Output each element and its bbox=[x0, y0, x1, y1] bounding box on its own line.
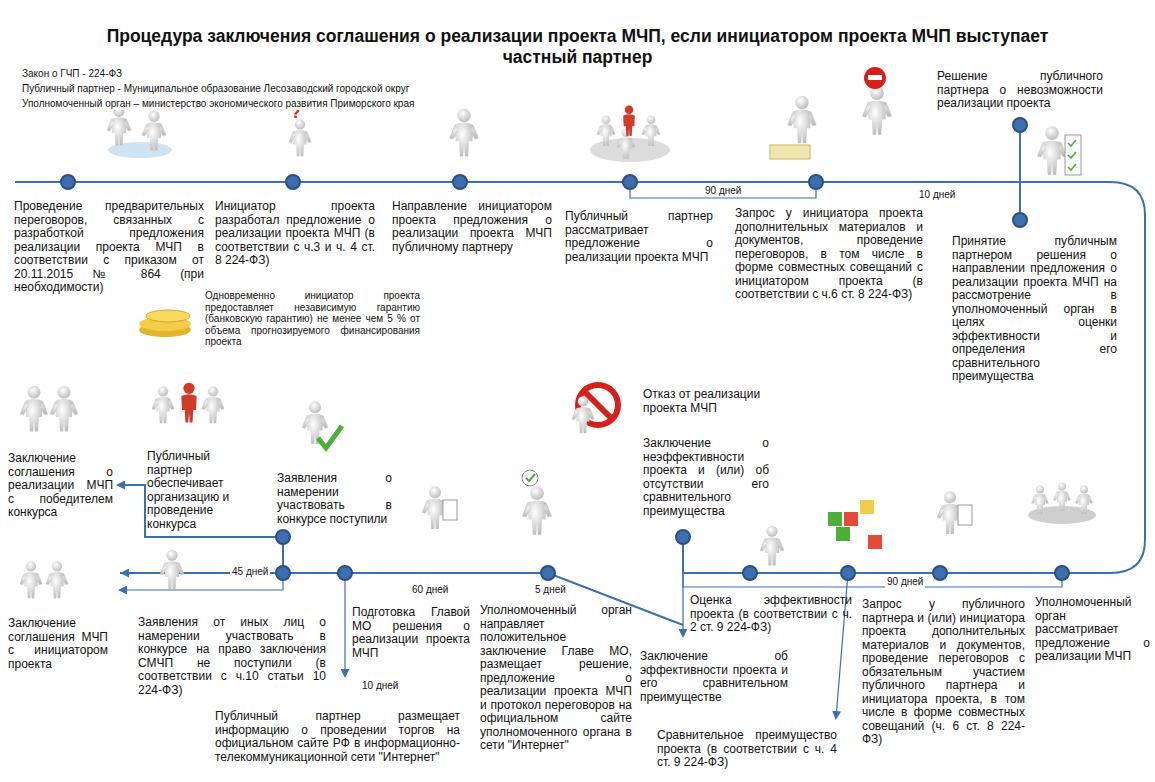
note-text: 5 дней bbox=[533, 584, 568, 596]
title: Процедура заключения соглашения о реализ… bbox=[90, 26, 1065, 68]
step-text: Запрос у публичного партнера и (или) ини… bbox=[862, 598, 1025, 747]
note-text: 90 дней bbox=[885, 576, 925, 588]
note-text: 45 дней bbox=[230, 566, 270, 578]
note-text: 90 дней bbox=[703, 185, 743, 197]
step-text: Решение публичного партнера о невозможно… bbox=[937, 70, 1103, 111]
step-text: Публичный партнер обеспечивает организац… bbox=[147, 450, 245, 531]
step-text: Заключение соглашения о реализации МЧП с… bbox=[8, 452, 113, 520]
step-text: Одновременно инициатор проекта предостав… bbox=[205, 290, 420, 348]
note-text: 60 дней bbox=[410, 584, 450, 596]
step-text: Публичный партнер размещает информацию о… bbox=[215, 710, 460, 764]
note-text: 10 дней bbox=[917, 189, 957, 201]
step-text: Заключение соглашения МЧП с инициатором … bbox=[8, 617, 108, 671]
step-text: Инициатор проекта разработал предложение… bbox=[215, 200, 375, 268]
step-text: Заключение о неэффективности проекта и (… bbox=[643, 437, 769, 518]
timeline-dots bbox=[61, 118, 1069, 580]
step-text: Проведение предварительных переговоров, … bbox=[14, 200, 204, 295]
figure-icons: ? bbox=[20, 67, 1096, 598]
step-text: Заявления о намерении участвовать в конк… bbox=[277, 472, 392, 526]
step-text: Отказ от реализации проекта МЧП bbox=[643, 388, 773, 415]
note-text: Уполномоченный орган – министерство экон… bbox=[20, 98, 416, 110]
step-text: Направление инициатором проекта предложе… bbox=[392, 200, 552, 254]
step-text: Принятие публичным партнером решения о н… bbox=[952, 235, 1117, 384]
step-text: Уполномоченный орган направляет положите… bbox=[480, 604, 632, 753]
note-text: Закон о ГЧП - 224-ФЗ bbox=[20, 68, 124, 80]
step-text: Запрос у инициатора проекта дополнительн… bbox=[735, 207, 923, 302]
step-text: Сравнительное преимущество проекта (в со… bbox=[657, 729, 837, 770]
step-text: Заявления от иных лиц о намерении участв… bbox=[138, 616, 326, 697]
step-text: Публичный партнер рассматривает предложе… bbox=[565, 210, 713, 264]
note-text: Публичный партнер - Муниципальное образо… bbox=[20, 83, 411, 95]
step-text: Заключение об эффективности проекта и ег… bbox=[640, 650, 788, 704]
step-text: Уполномоченный орган рассматривает предл… bbox=[1035, 596, 1150, 664]
step-text: Оценка эффективности проекта (в соответс… bbox=[690, 594, 852, 635]
step-text: Подготовка Главой МО решения о реализаци… bbox=[352, 606, 470, 660]
note-text: 10 дней bbox=[360, 680, 400, 692]
